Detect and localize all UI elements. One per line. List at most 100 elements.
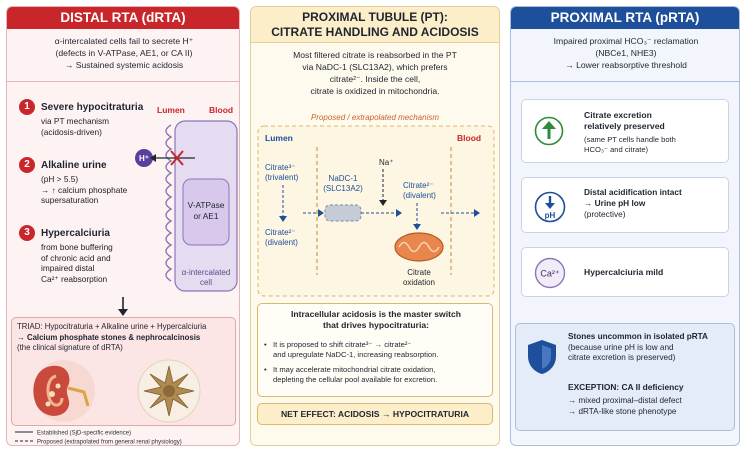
distal-intro-line: (defects in V-ATPase, AE1, or CA II) xyxy=(55,48,193,58)
arrowhead xyxy=(150,154,156,162)
item-body-line: → ↑ calcium phosphate xyxy=(41,184,128,195)
arrowhead xyxy=(396,209,402,217)
triad-line: → Calcium phosphate stones & nephrocalci… xyxy=(17,332,201,342)
master-switch-box: Intracellular acidosis is the master swi… xyxy=(257,303,493,397)
card-title-line: relatively preserved xyxy=(584,121,665,131)
card-title: Hypercalciuria mild xyxy=(584,267,664,277)
stones-line: citrate excretion is preserved) xyxy=(568,353,676,362)
triad-line: TRIAD: Hypocitraturia + Alkaline urine +… xyxy=(17,322,207,331)
triad-box: TRIAD: Hypocitraturia + Alkaline urine +… xyxy=(11,317,236,426)
item-body-line: via PT mechanism xyxy=(41,116,110,126)
citrate-divalent-cell-label: (divalent) xyxy=(403,191,436,200)
item-body-line: (acidosis-driven) xyxy=(41,126,102,137)
down-arrow-icon xyxy=(118,297,128,316)
lumen-label: Lumen xyxy=(157,105,185,115)
kidney-stone-icon xyxy=(33,360,95,422)
card-body: (same PT cells handle both HCO₃⁻ and cit… xyxy=(584,135,726,155)
arrowhead xyxy=(379,200,387,206)
stones-line: (because urine pH is low and xyxy=(568,342,674,352)
item-body-line: Ca²⁺ reabsorption xyxy=(41,273,108,284)
legend-dashed: Proposed (extrapolated from general rena… xyxy=(37,440,182,446)
up-arrow-icon xyxy=(534,116,564,146)
item-number-badge: 3 xyxy=(19,225,35,241)
switch-title-line: that drives hypocitraturia: xyxy=(322,320,429,330)
calcium-icon: Ca²⁺ xyxy=(534,257,566,289)
card-title-line: Citrate excretion xyxy=(584,110,652,120)
arrowhead xyxy=(279,216,287,222)
pt-lumen-label: Lumen xyxy=(265,133,293,143)
sodium-label: Na⁺ xyxy=(379,158,393,167)
item-body-line: impaired distal xyxy=(41,263,95,273)
bullet-line: depleting the cellular pool available fo… xyxy=(273,375,438,384)
pt-intro-line: citrate²⁻. Inside the cell, xyxy=(329,74,421,84)
exception-line: → dRTA-like stone phenotype xyxy=(568,406,677,416)
exception-title: EXCEPTION: CA II deficiency xyxy=(568,382,684,392)
card-body-line: HCO₃⁻ and citrate) xyxy=(584,145,649,154)
pt-intro-line: via NaDC-1 (SLC13A2), which prefers xyxy=(302,62,448,72)
item-body: via PT mechanism (acidosis-driven) xyxy=(41,116,109,137)
bullet-line: It may accelerate mitochondrial citrate … xyxy=(273,365,436,374)
card-title: Citrate excretion relatively preserved xyxy=(584,110,724,132)
blood-label: Blood xyxy=(209,105,233,115)
citrate-trivalent-label: (trivalent) xyxy=(265,173,299,182)
item-body-line: from bone buffering xyxy=(41,242,113,252)
pt-title: PROXIMAL TUBULE (PT): CITRATE HANDLING A… xyxy=(251,7,499,43)
citrate-mechanism-diagram: Lumen Blood Citrate³⁻ (trivalent) Citrat… xyxy=(257,125,495,297)
mechanism-frame xyxy=(257,125,495,297)
arrowhead xyxy=(413,224,421,230)
card-title-line: Distal acidification intact xyxy=(584,187,682,197)
proximal-tubule-panel: PROXIMAL TUBULE (PT): CITRATE HANDLING A… xyxy=(250,6,500,446)
distal-intro-line: → Sustained systemic acidosis xyxy=(64,60,184,70)
proximal-rta-title: PROXIMAL RTA (pRTA) xyxy=(511,7,739,29)
pump-box xyxy=(182,178,230,246)
cell-label: α-intercalated xyxy=(182,268,231,277)
switch-title-line: Intracellular acidosis is the master swi… xyxy=(290,309,462,319)
distal-acidification-card: pH Distal acidification intact → Urine p… xyxy=(521,177,729,233)
arrowhead xyxy=(318,209,324,217)
calcium-stone-icon xyxy=(137,359,201,423)
distal-intro-line: α-intercalated cells fail to secrete H⁺ xyxy=(54,36,194,46)
ph-drop-icon: pH xyxy=(534,191,566,223)
citrate-preserved-card: Citrate excretion relatively preserved (… xyxy=(521,99,729,163)
stones-line: Stones uncommon in isolated pRTA xyxy=(568,332,708,341)
item-title: Severe hypocitraturia xyxy=(41,102,144,113)
card-body-line: (same PT cells handle both xyxy=(584,135,676,144)
h-ion-label: H⁺ xyxy=(139,154,149,163)
nadc1-label: NaDC-1 xyxy=(329,174,358,183)
item-title: Hypercalciuria xyxy=(41,228,110,239)
prta-intro: Impaired proximal HCO₃⁻ reclamation (NBC… xyxy=(517,35,735,71)
stones-box: Stones uncommon in isolated pRTA (becaus… xyxy=(515,323,735,431)
pt-title-line: PROXIMAL TUBULE (PT): xyxy=(302,10,448,24)
pt-intro: Most filtered citrate is reabsorbed in t… xyxy=(257,49,493,97)
microvilli xyxy=(165,124,173,282)
hypercalciuria-card: Ca²⁺ Hypercalciuria mild xyxy=(521,247,729,297)
ph-label: pH xyxy=(545,211,556,220)
triad-text: TRIAD: Hypocitraturia + Alkaline urine +… xyxy=(17,322,233,354)
nadc1-transporter xyxy=(324,204,362,222)
citrate-divalent-lumen-label: (divalent) xyxy=(265,238,298,247)
citrate-divalent-lumen-label: Citrate²⁻ xyxy=(265,228,295,237)
pump-label: V-ATPase xyxy=(188,200,225,210)
exception-line: → mixed proximal–distal defect xyxy=(568,396,682,405)
master-switch-title: Intracellular acidosis is the master swi… xyxy=(262,309,490,331)
bullet-item: • It is proposed to shift citrate³⁻ → ci… xyxy=(264,340,490,360)
cell-label: cell xyxy=(200,278,212,287)
stones-text: Stones uncommon in isolated pRTA (becaus… xyxy=(568,332,732,364)
block-x-icon xyxy=(170,150,184,166)
bullet-line: and upregulate NaDC-1, increasing reabso… xyxy=(273,350,439,359)
nadc1-label: (SLC13A2) xyxy=(323,184,363,193)
distal-rta-title: DISTAL RTA (dRTA) xyxy=(7,7,239,29)
pt-blood-label: Blood xyxy=(457,133,481,143)
mitochondrion-cristae xyxy=(398,241,440,253)
card-title-line: → Urine pH low xyxy=(584,198,646,208)
card-title-line: (protective) xyxy=(584,209,626,219)
intercalated-cell-diagram: Lumen Blood V-ATPase or AE1 α-intercalat… xyxy=(135,105,238,292)
item-body-line: (pH > 5.5) xyxy=(41,174,79,184)
pump-label: or AE1 xyxy=(194,211,219,221)
pt-intro-line: citrate is oxidized in mitochondria. xyxy=(310,86,440,96)
calcium-label: Ca²⁺ xyxy=(540,269,560,279)
item-number-badge: 2 xyxy=(19,157,35,173)
h-ion-icon xyxy=(135,149,153,167)
proposed-mechanism-label: Proposed / extrapolated mechanism xyxy=(310,113,440,122)
bullet-dot: • xyxy=(264,340,267,349)
